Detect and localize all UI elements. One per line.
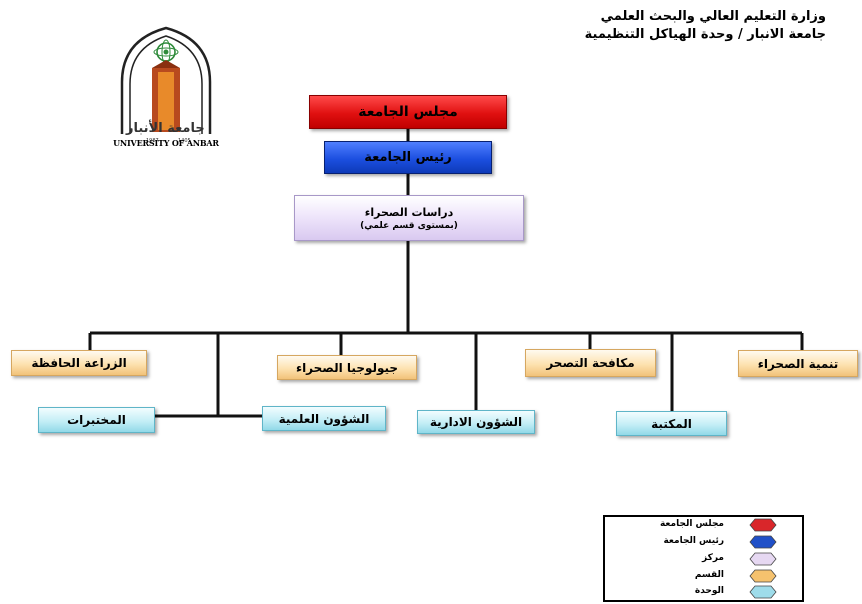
legend-item: الوحدة [601, 585, 802, 601]
university-unit-title: جامعة الانبار / وحدة الهياكل التنظيمية [584, 27, 826, 42]
university-council-label: مجلس الجامعة [358, 104, 458, 120]
unit-laboratories: المختبرات [38, 407, 155, 433]
dept-label: تنمية الصحراء [757, 356, 839, 371]
hexagon-icon [749, 552, 777, 566]
unit-label: الشؤون العلمية [278, 411, 370, 426]
legend-label: مجلس الجامعة [659, 519, 724, 529]
logo-caption: UNIVERSITY OF ANBAR [113, 138, 219, 148]
university-council-node: مجلس الجامعة [309, 95, 507, 129]
university-logo: جامعة الأنبار 1987 1405 [120, 26, 212, 144]
dept-label: جيولوجيا الصحراء [295, 360, 399, 375]
unit-library: المكتبة [616, 411, 727, 436]
hexagon-icon [749, 518, 777, 532]
legend-item: القسم [601, 569, 802, 585]
hexagon-icon [749, 569, 777, 583]
desert-studies-center-node: دراسات الصحراء (بمستوى قسم علمي) [294, 195, 524, 241]
legend-label: الوحدة [694, 586, 724, 596]
logo-arabic-name: جامعة الأنبار [125, 119, 205, 136]
legend-label: مركز [701, 553, 724, 563]
logo-year-right: 1405 [178, 138, 191, 144]
legend: مجلس الجامعة رئيس الجامعة مركز القسم الو… [603, 515, 804, 602]
logo-year-left: 1987 [146, 138, 159, 144]
unit-label: المكتبة [651, 416, 692, 431]
dept-desert-geology: جيولوجيا الصحراء [277, 355, 417, 380]
university-president-node: رئيس الجامعة [324, 141, 492, 174]
unit-label: المختبرات [67, 413, 126, 427]
hexagon-icon [749, 535, 777, 549]
dept-label: الزراعة الحافظة [31, 356, 127, 370]
unit-scientific-affairs: الشؤون العلمية [262, 406, 386, 431]
dept-label: مكافحة التصحر [546, 356, 635, 370]
hexagon-icon [749, 585, 777, 599]
legend-label: القسم [694, 570, 724, 580]
legend-item: مجلس الجامعة [601, 518, 802, 534]
unit-administrative-affairs: الشؤون الادارية [417, 410, 535, 434]
legend-item: رئيس الجامعة [601, 535, 802, 551]
header: وزارة التعليم العالي والبحث العلمي جامعة… [585, 8, 826, 44]
center-subtitle: (بمستوى قسم علمي) [360, 220, 458, 231]
legend-item: مركز [601, 552, 802, 568]
unit-label: الشؤون الادارية [429, 415, 523, 429]
ministry-title: وزارة التعليم العالي والبحث العلمي [600, 9, 826, 24]
dept-desert-development: تنمية الصحراء [738, 350, 858, 377]
university-president-label: رئيس الجامعة [364, 150, 452, 165]
dept-conservation-agriculture: الزراعة الحافظة [11, 350, 147, 376]
legend-label: رئيس الجامعة [663, 536, 724, 546]
center-title: دراسات الصحراء [364, 205, 454, 219]
dept-desertification-control: مكافحة التصحر [525, 349, 656, 377]
